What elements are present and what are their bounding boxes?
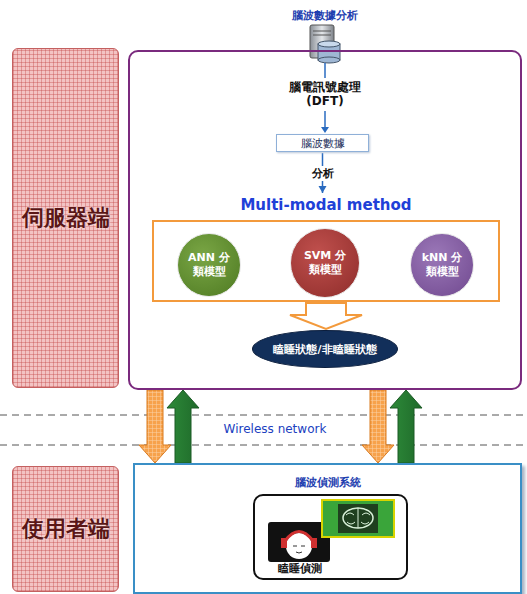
model-circle: kNN 分類模型	[410, 233, 474, 297]
edge-label: 分析	[310, 166, 336, 181]
model-circle: SVM 分類模型	[290, 228, 360, 298]
node-text: 瞌睡偵測	[270, 561, 330, 576]
server-icon	[310, 25, 340, 63]
network-arrow	[362, 390, 394, 463]
model-circle: ANN 分類模型	[177, 233, 241, 297]
node-text: 瞌睡狀態/非瞌睡狀態	[273, 342, 376, 357]
network-label: Wireless network	[205, 422, 345, 437]
brain-board-icon	[322, 500, 394, 537]
node-text: 使用者端	[22, 514, 110, 544]
node-text: ANN 分類模型	[184, 251, 234, 279]
head-icon	[268, 522, 330, 562]
data-box: 腦波數據	[276, 134, 369, 152]
side-band: 伺服器端	[12, 48, 119, 388]
node-text: SVM 分類模型	[300, 249, 350, 277]
side-band: 使用者端	[12, 466, 119, 592]
result-ellipse: 瞌睡狀態/非瞌睡狀態	[252, 330, 398, 368]
network-arrow	[167, 390, 199, 463]
network-arrow	[390, 390, 422, 463]
method-group: Multi-modal methodANN 分類模型SVM 分類模型kNN 分類…	[152, 220, 500, 302]
detect-box: 瞌睡偵測	[253, 494, 408, 580]
node-text: 腦波數據	[301, 136, 345, 151]
process-label: 腦電訊號處理 (DFT)	[283, 80, 367, 108]
node-text: 伺服器端	[22, 203, 110, 233]
node-text: 腦波數據分析	[130, 8, 520, 23]
client-panel: 腦波偵測系統瞌睡偵測	[133, 463, 522, 594]
node-text: kNN 分類模型	[417, 251, 467, 279]
hollow-arrow	[290, 303, 362, 329]
node-text: 腦波偵測系統	[135, 475, 520, 490]
dashed-network-lines	[0, 415, 527, 445]
network-arrow	[139, 390, 171, 463]
node-text: Multi-modal method	[154, 196, 498, 214]
